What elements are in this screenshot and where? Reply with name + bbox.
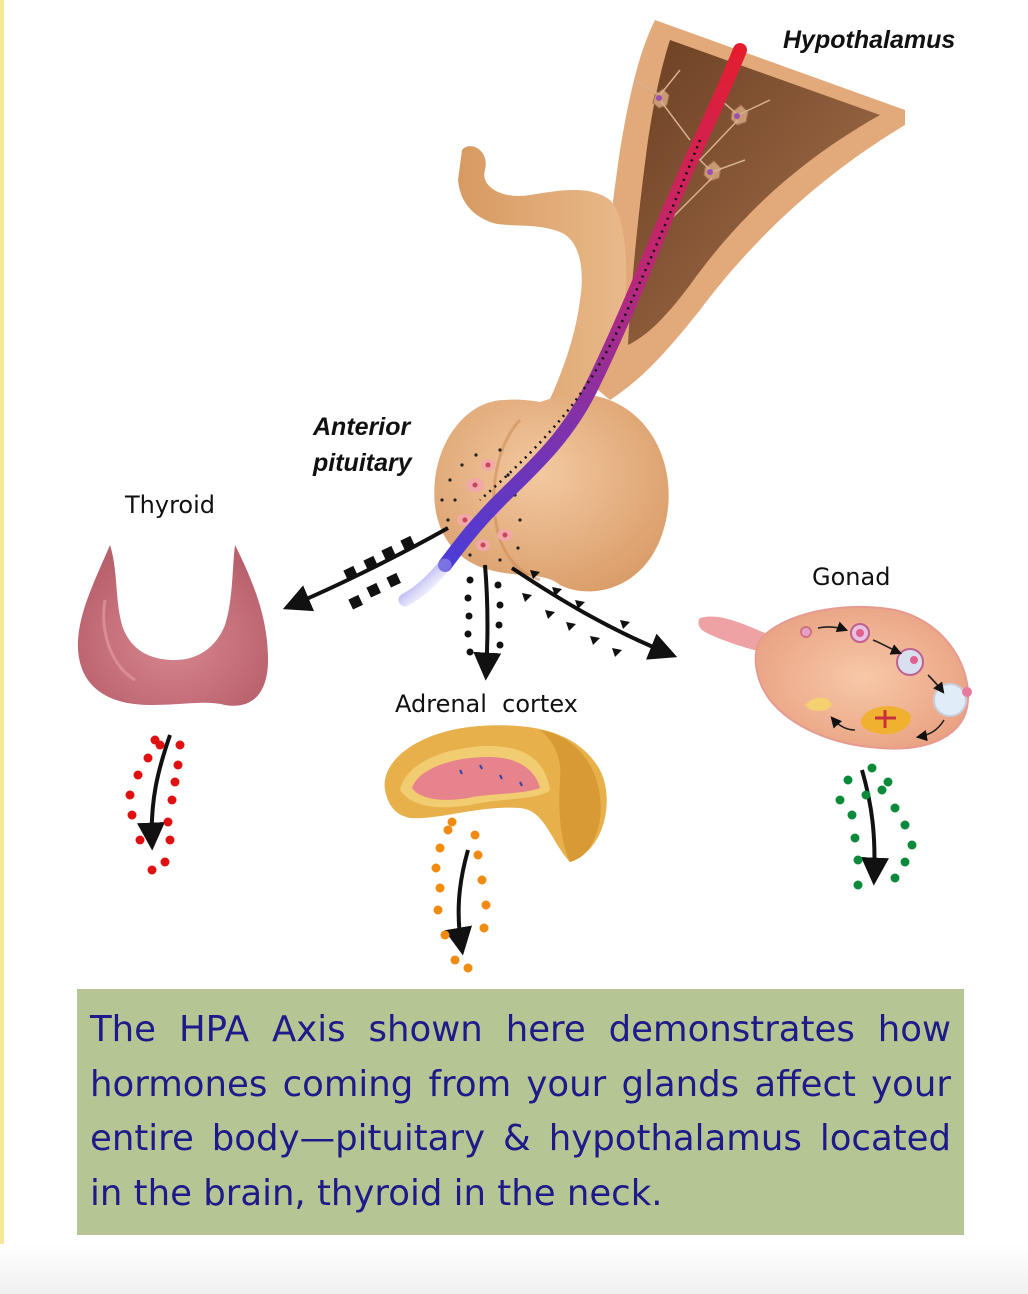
label-anterior-pituitary-line2: pituitary (313, 449, 412, 477)
gonad-ovary (698, 605, 972, 750)
thyroid-gland (77, 545, 268, 706)
label-thyroid: Thyroid (125, 491, 215, 519)
adrenal-cortex-gland (384, 725, 607, 862)
caption-text: The HPA Axis shown here demonstrates how… (90, 1009, 951, 1214)
hpa-axis-illustration (77, 20, 972, 973)
adrenal-hormone-release (431, 817, 491, 973)
thyroid-hormone-release (125, 734, 185, 875)
pituitary-to-gonad-arrow (510, 566, 678, 660)
pituitary-to-adrenal-arrow (464, 564, 504, 681)
page-left-edge (0, 0, 4, 1294)
pituitary-to-thyroid-arrow (282, 526, 449, 612)
portal-vessel (398, 43, 747, 607)
hypothalamus-tract (598, 20, 905, 400)
pituitary-stalk (458, 146, 627, 420)
page-bottom-shade (0, 1244, 1028, 1294)
gonad-hormone-release (835, 763, 917, 890)
anterior-pituitary-gland (434, 394, 669, 592)
label-gonad: Gonad (812, 563, 891, 591)
label-hypothalamus: Hypothalamus (783, 26, 956, 54)
label-anterior-pituitary-line1: Anterior (313, 413, 411, 441)
label-adrenal-cortex: Adrenal cortex (395, 690, 578, 718)
caption-box: The HPA Axis shown here demonstrates how… (77, 989, 964, 1235)
